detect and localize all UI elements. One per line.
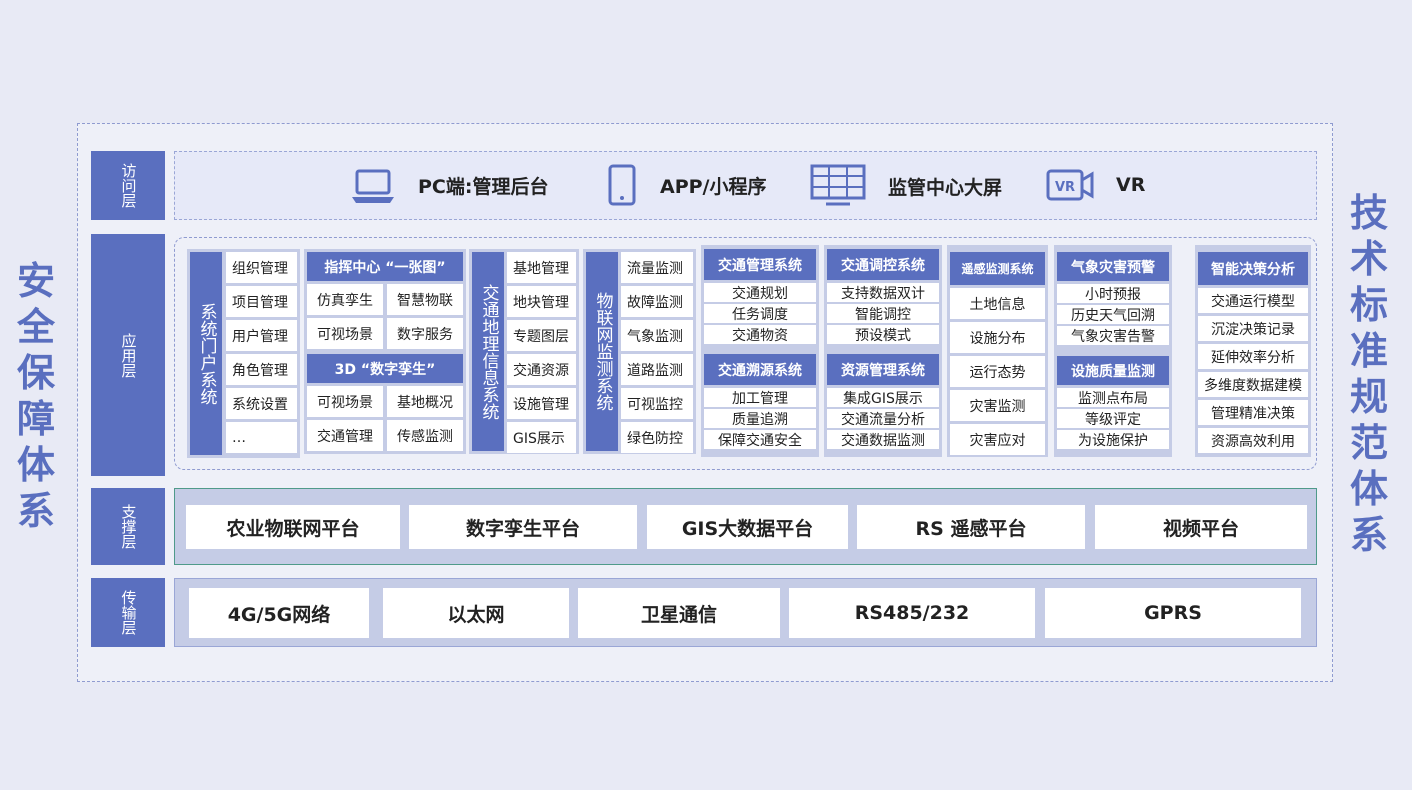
layer-label-access: 访问层 xyxy=(91,151,165,220)
command-center-title: 指挥中心 “一张图” xyxy=(307,252,463,281)
platform-item[interactable]: 视频平台 xyxy=(1095,505,1307,549)
iot-item[interactable]: 故障监测 xyxy=(621,286,693,317)
iot-item[interactable]: 道路监测 xyxy=(621,354,693,385)
portal-item[interactable]: 项目管理 xyxy=(226,286,297,317)
decision-item[interactable]: 沉淀决策记录 xyxy=(1198,316,1308,341)
access-screen-label: 监管中心大屏 xyxy=(888,176,1003,199)
gis-item[interactable]: 基地管理 xyxy=(507,252,576,283)
facility-quality-item[interactable]: 为设施保护 xyxy=(1057,430,1169,449)
portal-item[interactable]: 角色管理 xyxy=(226,354,297,385)
access-vr-label: VR xyxy=(1116,174,1146,196)
gis-item[interactable]: 地块管理 xyxy=(507,286,576,317)
twin-item[interactable]: 基地概况 xyxy=(387,386,463,417)
display-wall-icon xyxy=(810,164,866,206)
twin-item[interactable]: 传感监测 xyxy=(387,420,463,451)
traffic-control-item[interactable]: 预设模式 xyxy=(827,325,939,344)
gis-item[interactable]: 设施管理 xyxy=(507,388,576,419)
gis-system-title: 交通地理信息系统 xyxy=(472,252,504,451)
traffic-management-item[interactable]: 交通规划 xyxy=(704,283,816,302)
iot-item[interactable]: 气象监测 xyxy=(621,320,693,351)
traffic-management-item[interactable]: 任务调度 xyxy=(704,304,816,323)
remote-sensing-item[interactable]: 运行态势 xyxy=(950,356,1045,387)
traffic-trace-item[interactable]: 加工管理 xyxy=(704,388,816,407)
twin-item[interactable]: 可视场景 xyxy=(307,386,383,417)
platform-item[interactable]: 农业物联网平台 xyxy=(186,505,400,549)
decision-item[interactable]: 延伸效率分析 xyxy=(1198,344,1308,369)
remote-sensing-item[interactable]: 设施分布 xyxy=(950,322,1045,353)
portal-system-title: 系统门户系统 xyxy=(190,252,222,455)
facility-quality-item[interactable]: 监测点布局 xyxy=(1057,388,1169,407)
command-item[interactable]: 智慧物联 xyxy=(387,284,463,315)
traffic-management-title: 交通管理系统 xyxy=(704,249,816,280)
decision-item[interactable]: 交通运行模型 xyxy=(1198,288,1308,313)
gis-item[interactable]: 专题图层 xyxy=(507,320,576,351)
decision-item[interactable]: 多维度数据建模 xyxy=(1198,372,1308,397)
access-pc-label: PC端:管理后台 xyxy=(418,175,549,198)
command-item[interactable]: 数字服务 xyxy=(387,318,463,349)
traffic-trace-title: 交通溯源系统 xyxy=(704,354,816,385)
facility-quality-title: 设施质量监测 xyxy=(1057,356,1169,385)
command-item[interactable]: 仿真孪生 xyxy=(307,284,383,315)
platform-item[interactable]: RS 遥感平台 xyxy=(857,505,1085,549)
portal-item[interactable]: … xyxy=(226,422,297,453)
iot-item[interactable]: 流量监测 xyxy=(621,252,693,283)
access-row xyxy=(174,151,1317,220)
left-side-title: 安全保障体系 xyxy=(16,259,55,533)
twin-item[interactable]: 交通管理 xyxy=(307,420,383,451)
weather-warning-item[interactable]: 小时预报 xyxy=(1057,284,1169,303)
gis-item[interactable]: 交通资源 xyxy=(507,354,576,385)
access-app-label: APP/小程序 xyxy=(660,175,767,198)
decision-item[interactable]: 管理精准决策 xyxy=(1198,400,1308,425)
command-item[interactable]: 可视场景 xyxy=(307,318,383,349)
remote-sensing-item[interactable]: 土地信息 xyxy=(950,288,1045,319)
network-item[interactable]: 以太网 xyxy=(383,588,569,638)
weather-warning-item[interactable]: 历史天气回溯 xyxy=(1057,305,1169,324)
traffic-control-item[interactable]: 支持数据双计 xyxy=(827,283,939,302)
portal-item[interactable]: 组织管理 xyxy=(226,252,297,283)
vr-badge-text: VR xyxy=(1055,180,1075,195)
iot-system-title: 物联网监测系统 xyxy=(586,252,618,451)
resource-management-item[interactable]: 集成GIS展示 xyxy=(827,388,939,407)
digital-twin-title: 3D “数字孪生” xyxy=(307,354,463,383)
vr-camera-icon: VR xyxy=(1046,169,1094,201)
platform-item[interactable]: GIS大数据平台 xyxy=(647,505,848,549)
traffic-control-item[interactable]: 智能调控 xyxy=(827,304,939,323)
access-app[interactable]: APP/小程序 xyxy=(606,164,767,206)
layer-label-application: 应用层 xyxy=(91,234,165,476)
iot-item[interactable]: 绿色防控 xyxy=(621,422,693,453)
portal-item[interactable]: 用户管理 xyxy=(226,320,297,351)
command-center xyxy=(304,249,466,454)
phone-icon xyxy=(608,164,636,206)
remote-sensing-title: 遥感监测系统 xyxy=(950,252,1045,285)
traffic-trace-item[interactable]: 保障交通安全 xyxy=(704,430,816,449)
weather-warning-item[interactable]: 气象灾害告警 xyxy=(1057,326,1169,345)
traffic-trace-item[interactable]: 质量追溯 xyxy=(704,409,816,428)
laptop-icon xyxy=(352,169,394,203)
traffic-control-title: 交通调控系统 xyxy=(827,249,939,280)
resource-management-item[interactable]: 交通流量分析 xyxy=(827,409,939,428)
resource-management-item[interactable]: 交通数据监测 xyxy=(827,430,939,449)
access-pc[interactable]: PC端:管理后台 xyxy=(350,164,548,206)
platform-item[interactable]: 数字孪生平台 xyxy=(409,505,637,549)
access-screen[interactable]: 监管中心大屏 xyxy=(810,164,1002,208)
decision-analysis-title: 智能决策分析 xyxy=(1198,252,1308,285)
decision-item[interactable]: 资源高效利用 xyxy=(1198,428,1308,453)
weather-warning-title: 气象灾害预警 xyxy=(1057,252,1169,281)
iot-item[interactable]: 可视监控 xyxy=(621,388,693,419)
gis-item[interactable]: GIS展示 xyxy=(507,422,576,453)
traffic-management-item[interactable]: 交通物资 xyxy=(704,325,816,344)
remote-sensing-item[interactable]: 灾害应对 xyxy=(950,424,1045,455)
resource-management-title: 资源管理系统 xyxy=(827,354,939,385)
remote-sensing-item[interactable]: 灾害监测 xyxy=(950,390,1045,421)
facility-quality-item[interactable]: 等级评定 xyxy=(1057,409,1169,428)
network-item[interactable]: GPRS xyxy=(1045,588,1301,638)
network-item[interactable]: 4G/5G网络 xyxy=(189,588,369,638)
portal-item[interactable]: 系统设置 xyxy=(226,388,297,419)
network-item[interactable]: RS485/232 xyxy=(789,588,1035,638)
access-vr[interactable]: VR VR xyxy=(1046,166,1145,204)
network-item[interactable]: 卫星通信 xyxy=(578,588,780,638)
layer-label-support: 支撑层 xyxy=(91,488,165,565)
layer-label-transport: 传输层 xyxy=(91,578,165,647)
right-side-title: 技术标准规范体系 xyxy=(1349,191,1388,557)
